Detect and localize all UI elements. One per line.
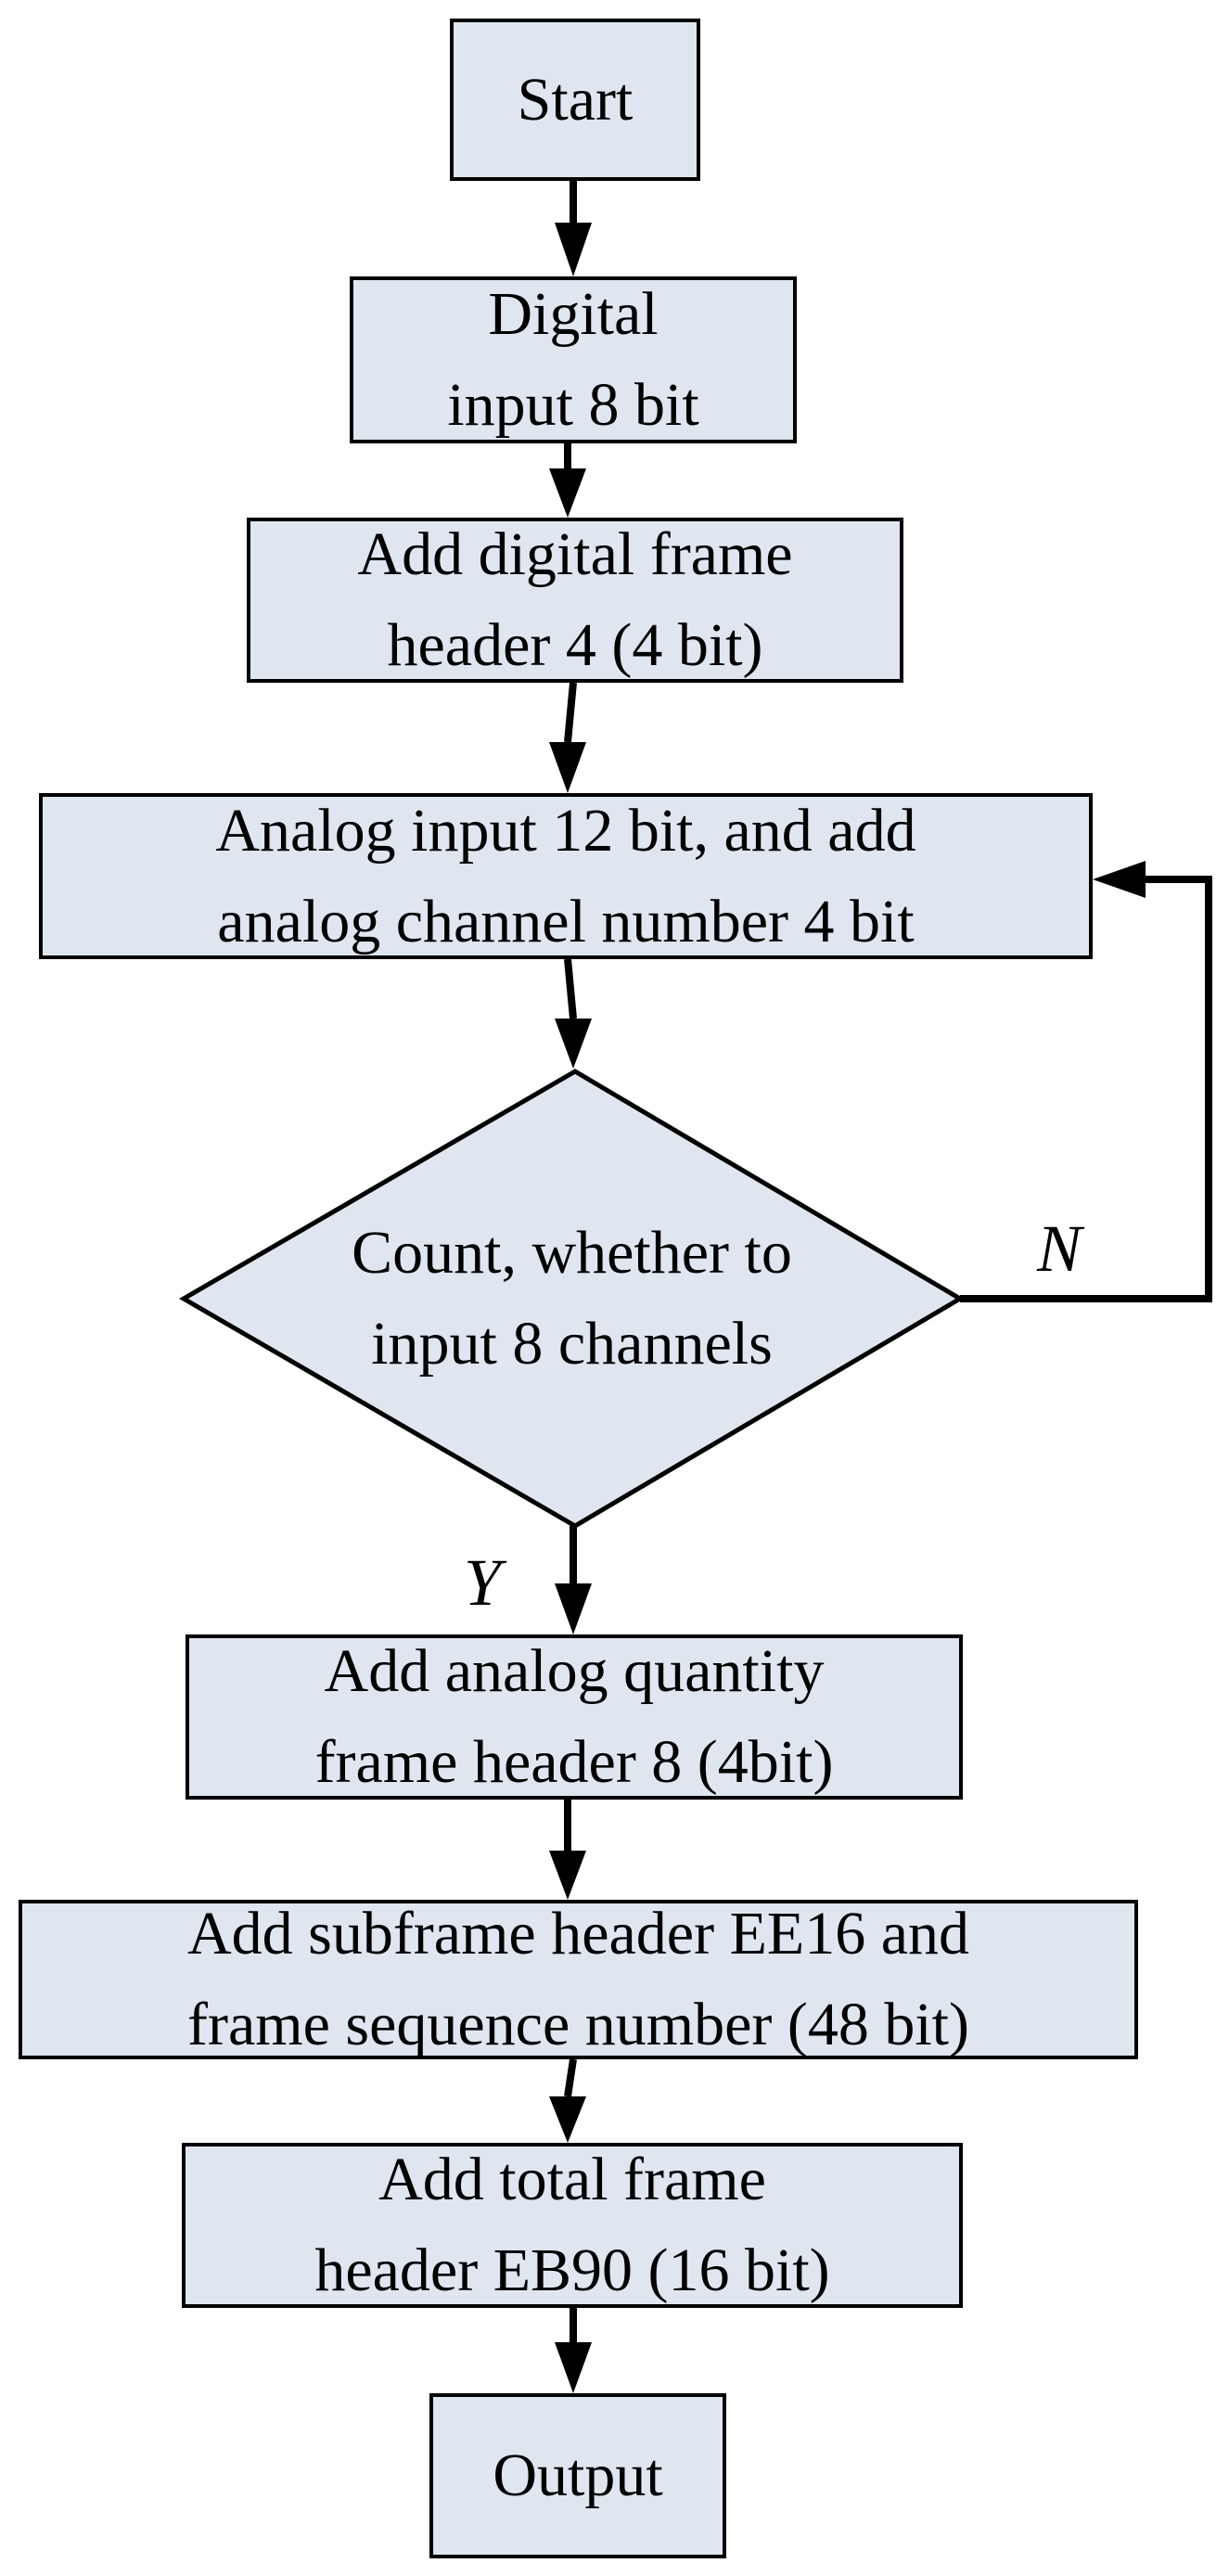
arrow-digital-header-to-analog-input bbox=[549, 682, 586, 793]
arrow-subframe-to-total-header bbox=[549, 2058, 586, 2143]
digital-header-node: Add digital frame header 4 (4 bit) bbox=[247, 518, 903, 683]
decision-node: Count, whether to input 8 channels bbox=[184, 1071, 960, 1526]
subframe-header-line-1: Add subframe header EE16 and bbox=[186, 1900, 969, 1967]
start-label: Start bbox=[517, 65, 634, 134]
output-node: Output bbox=[429, 2393, 726, 2558]
decision-line-1: Count, whether to bbox=[352, 1219, 792, 1287]
digital-input-line-2: input 8 bit bbox=[447, 371, 699, 439]
arrow-analog-header-to-subframe bbox=[549, 1800, 586, 1900]
analog-input-line-1: Analog input 12 bit, and add bbox=[215, 796, 916, 865]
digital-header-line-1: Add digital frame bbox=[357, 520, 793, 588]
total-header-line-2: header EB90 (16 bit) bbox=[314, 2236, 830, 2304]
arrow-analog-input-to-decision bbox=[555, 958, 592, 1069]
digital-header-line-2: header 4 (4 bit) bbox=[387, 611, 763, 679]
start-node: Start bbox=[450, 19, 700, 181]
total-header-node: Add total frame header EB90 (16 bit) bbox=[182, 2143, 963, 2308]
subframe-header-node: Add subframe header EE16 and frame seque… bbox=[19, 1900, 1138, 2059]
yes-branch-label: Y bbox=[464, 1545, 502, 1620]
arrow-decision-yes bbox=[555, 1526, 592, 1634]
analog-input-line-2: analog channel number 4 bit bbox=[217, 887, 915, 955]
digital-input-node: Digital input 8 bit bbox=[350, 276, 797, 443]
arrow-digital-input-to-header bbox=[549, 443, 586, 518]
arrow-decision-no-loop bbox=[960, 861, 1212, 1302]
total-header-line-1: Add total frame bbox=[378, 2146, 766, 2213]
analog-header-node: Add analog quantity frame header 8 (4bit… bbox=[186, 1634, 963, 1800]
output-label: Output bbox=[493, 2441, 663, 2509]
analog-header-line-2: frame header 8 (4bit) bbox=[314, 1728, 834, 1796]
analog-header-line-1: Add analog quantity bbox=[324, 1637, 825, 1705]
subframe-header-line-2: frame sequence number (48 bit) bbox=[187, 1991, 969, 2058]
arrow-start-to-digital-input bbox=[555, 181, 592, 276]
digital-input-line-1: Digital bbox=[488, 280, 659, 348]
arrow-total-header-to-output bbox=[555, 2308, 592, 2393]
no-branch-label: N bbox=[1037, 1211, 1082, 1286]
analog-input-node: Analog input 12 bit, and add analog chan… bbox=[39, 793, 1093, 959]
decision-line-2: input 8 channels bbox=[371, 1310, 773, 1378]
